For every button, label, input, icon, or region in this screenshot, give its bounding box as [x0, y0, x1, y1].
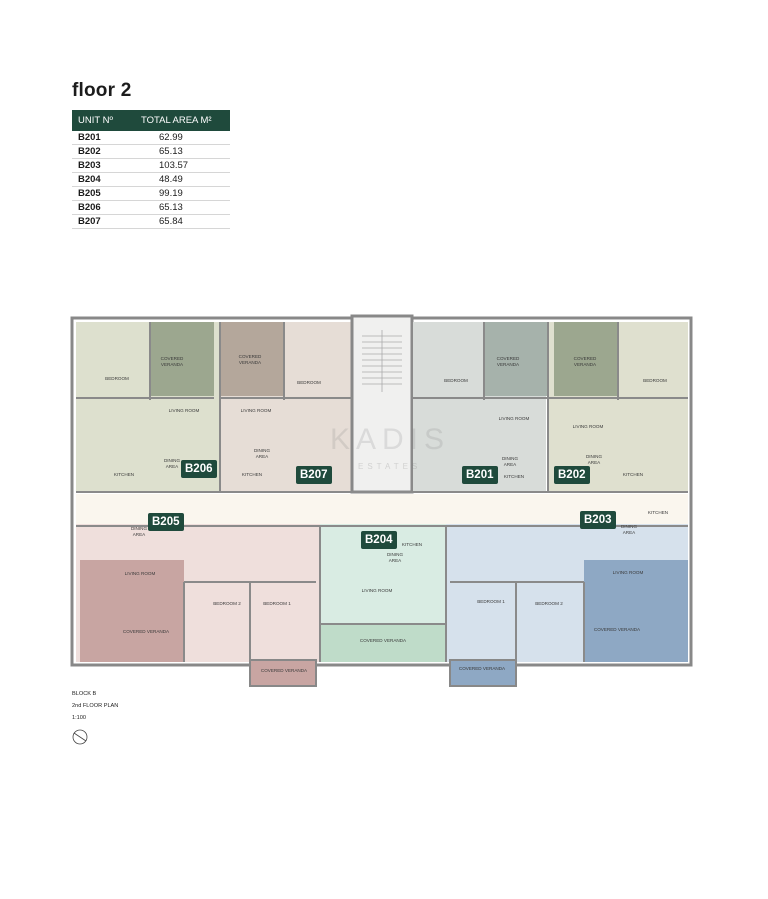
b207-living-label: LIVING ROOM [241, 408, 272, 413]
b202-living-label: LIVING ROOM [573, 424, 604, 429]
scale-label: 1:100 [72, 715, 86, 721]
unit-cell: B206 [72, 200, 135, 215]
b204-veranda-label: COVERED VERANDA [360, 638, 407, 643]
stairs [362, 330, 402, 392]
b205-bedroom1-label: BEDROOM 1 [263, 601, 291, 606]
unit-cell: B204 [72, 172, 135, 187]
unit-tag-b202[interactable]: B202 [554, 466, 590, 484]
b203-veranda-2 [449, 659, 517, 687]
unit-tag-b206[interactable]: B206 [181, 460, 217, 478]
area-cell: 65.13 [135, 144, 230, 159]
b205-dining-label-2: AREA [133, 532, 146, 537]
b201-living-label: LIVING ROOM [499, 416, 530, 421]
area-cell: 62.99 [135, 131, 230, 145]
b204-veranda [320, 624, 446, 662]
b203-bedroom1-label: BEDROOM 1 [477, 599, 505, 604]
b206-dining-label-2: AREA [166, 464, 179, 469]
b207-veranda [220, 322, 284, 396]
b202-kitchen-label: KITCHEN [623, 472, 643, 477]
plan-label: 2nd FLOOR PLAN [72, 703, 119, 709]
unit-tag-b201[interactable]: B201 [462, 466, 498, 484]
area-cell: 65.84 [135, 214, 230, 229]
b201-dining-label-1: DINING [502, 456, 519, 461]
b203-veranda2-label: COVERED VERANDA [459, 666, 506, 671]
b201-dining-label-2: AREA [504, 462, 517, 467]
b206-kitchen-label: KITCHEN [114, 472, 134, 477]
north-arrow-icon [72, 729, 88, 745]
unit-cell: B202 [72, 144, 135, 159]
b204-living-label: LIVING ROOM [362, 588, 393, 593]
b202-veranda-label-2: VERANDA [574, 362, 597, 367]
b201-veranda-label-2: VERANDA [497, 362, 520, 367]
b205-veranda [80, 560, 184, 662]
b202-veranda [554, 322, 618, 396]
b205-veranda-label: COVERED VERANDA [123, 629, 170, 634]
watermark-subtitle: ESTATES [358, 462, 422, 471]
unit-tag-b203[interactable]: B203 [580, 511, 616, 529]
b205-veranda2-label: COVERED VERANDA [261, 668, 308, 673]
b203-veranda-label: COVERED VERANDA [594, 627, 641, 632]
b201-bedroom-label: BEDROOM [444, 378, 468, 383]
b205-living-label: LIVING ROOM [125, 571, 156, 576]
unit-cell: B207 [72, 214, 135, 229]
b202-dining-label-1: DINING [586, 454, 603, 459]
area-column-header: TOTAL AREA M² [135, 110, 230, 131]
b206-veranda-label-1: COVERED [161, 356, 184, 361]
b206-living-label: LIVING ROOM [169, 408, 200, 413]
area-cell: 99.19 [135, 186, 230, 201]
b207-kitchen-label: KITCHEN [242, 472, 262, 477]
unit-cell: B205 [72, 186, 135, 201]
b202-bedroom-label: BEDROOM [643, 378, 667, 383]
b206-dining-label-1: DINING [164, 458, 181, 463]
b203-dining-label-2: AREA [623, 530, 636, 535]
block-label: BLOCK B [72, 691, 97, 697]
b202-dining-label-2: AREA [588, 460, 601, 465]
b201-veranda-label-1: COVERED [497, 356, 520, 361]
b207-dining-label-2: AREA [256, 454, 269, 459]
b203-living-label: LIVING ROOM [613, 570, 644, 575]
b203-veranda [584, 560, 688, 662]
unit-column-header: UNIT Nº [72, 110, 135, 131]
unit-cell: B201 [72, 131, 135, 145]
page-title: floor 2 [72, 80, 132, 101]
b206-bedroom-label: BEDROOM [105, 376, 129, 381]
b201-veranda [484, 322, 548, 396]
b203-dining-label-1: DINING [621, 524, 638, 529]
area-cell: 65.13 [135, 200, 230, 215]
b205-veranda-2 [249, 659, 317, 687]
b203-bedroom2-label: BEDROOM 2 [535, 601, 563, 606]
b207-veranda-label-1: COVERED [239, 354, 262, 359]
b204-dining-label-1: DINING [387, 552, 404, 557]
area-cell: 103.57 [135, 158, 230, 173]
unit-tag-b204[interactable]: B204 [361, 531, 397, 549]
unit-cell: B203 [72, 158, 135, 173]
watermark-logo: KADIS [330, 423, 451, 456]
unit-tag-b205[interactable]: B205 [148, 513, 184, 531]
b206-veranda [150, 322, 214, 396]
b206-veranda-label-2: VERANDA [161, 362, 184, 367]
b205-bedroom2-label: BEDROOM 2 [213, 601, 241, 606]
b204-kitchen-label: KITCHEN [402, 542, 422, 547]
area-cell: 48.49 [135, 172, 230, 187]
b207-bedroom-label: BEDROOM [297, 380, 321, 385]
b201-kitchen-label: KITCHEN [504, 474, 524, 479]
b205-dining-label-1: DINING [131, 526, 148, 531]
b203-kitchen-label: KITCHEN [648, 510, 668, 515]
b202-veranda-label-1: COVERED [574, 356, 597, 361]
unit-tag-b207[interactable]: B207 [296, 466, 332, 484]
b204-dining-label-2: AREA [389, 558, 402, 563]
b207-dining-label-1: DINING [254, 448, 271, 453]
b207-veranda-label-2: VERANDA [239, 360, 262, 365]
